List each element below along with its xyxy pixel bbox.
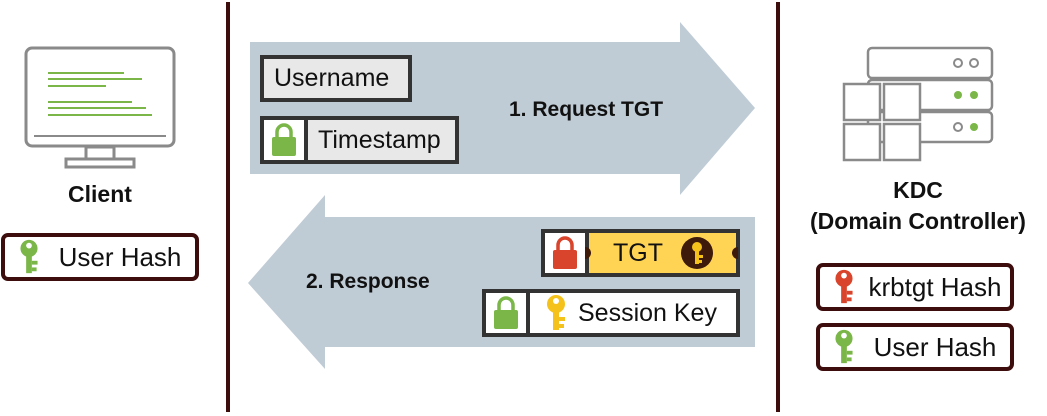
krbtgt-hash-badge: krbtgt Hash [816,263,1014,311]
client-user-hash-label: User Hash [58,241,182,272]
timestamp-text: Timestamp [318,125,441,154]
green-key-icon [835,329,853,364]
kdc-server-icon [842,46,994,162]
green-lock-icon [494,296,518,329]
kdc-title-line2: (Domain Controller) [810,208,1026,234]
green-key-icon [20,239,38,274]
gold-key-icon [547,295,565,330]
krbtgt-hash-label: krbtgt Hash [868,271,1002,302]
tgt-field: TGT [541,229,740,277]
red-key-icon [835,269,853,304]
request-arrow [250,22,755,195]
green-lock-icon [272,123,296,156]
request-tgt-label: 1. Request TGT [509,98,664,121]
kdc-user-hash-label: User Hash [873,331,997,362]
kdc-title: KDC (Domain Controller) [784,176,1047,235]
kdc-title-line1: KDC [893,177,943,203]
timestamp-field: Timestamp [260,116,459,164]
session-key-field: Session Key [482,289,740,337]
session-key-lock-cell [486,293,530,333]
client-user-hash-badge: User Hash [1,233,199,281]
left-divider [226,2,230,412]
ticket-notch-icon [732,247,738,259]
red-lock-icon [553,236,577,269]
session-key-text: Session Key [578,298,717,327]
right-divider [776,2,780,412]
tgt-text: TGT [613,238,663,267]
client-computer-icon [24,46,176,169]
timestamp-lock-cell [264,120,308,160]
tgt-lock-cell [545,233,589,273]
kdc-user-hash-badge: User Hash [816,323,1014,371]
response-label: 2. Response [306,270,430,293]
gold-coin-key-icon [681,237,713,269]
client-title: Client [68,181,132,207]
username-field: Username [260,55,412,102]
ticket-left-notch-icon [585,247,591,259]
username-text: Username [274,64,390,92]
